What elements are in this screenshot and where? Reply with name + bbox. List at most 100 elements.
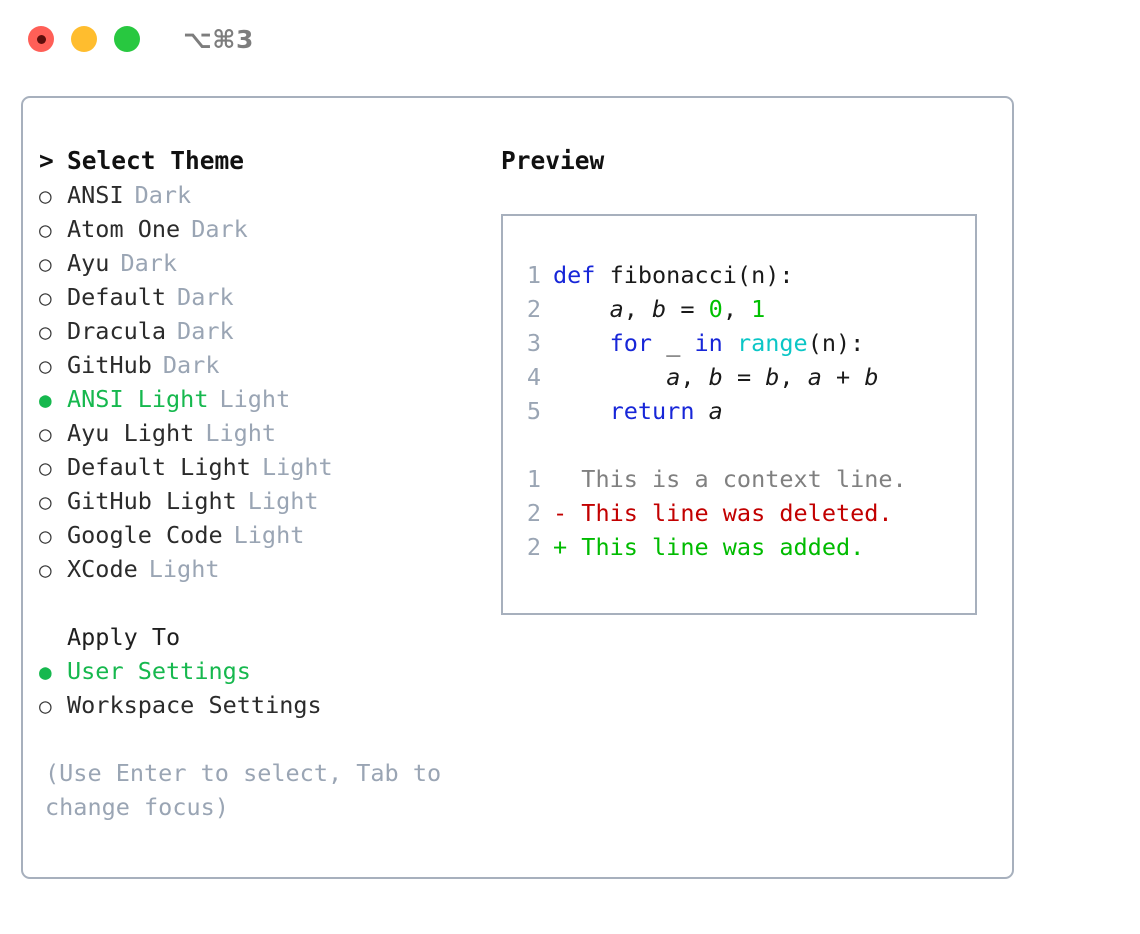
code-token-var: b <box>708 363 723 391</box>
code-line: 2+ This line was added. <box>515 530 975 564</box>
code-line: 4 a, b = b, a + b <box>515 360 975 394</box>
theme-option-label: ANSI <box>67 181 124 209</box>
close-window-button[interactable] <box>28 26 54 52</box>
code-token-plain <box>553 397 610 425</box>
keyboard-hint: (Use Enter to select, Tab to change focu… <box>45 759 456 821</box>
radio-selected-icon: ● <box>39 660 52 684</box>
code-token-add: + This line was added. <box>553 533 865 561</box>
line-number: 1 <box>526 465 541 493</box>
code-token-plain: = <box>666 295 709 323</box>
radio-unselected-icon: ○ <box>39 252 52 276</box>
apply-to-option-label: Workspace Settings <box>67 691 322 719</box>
code-token-plain <box>553 329 610 357</box>
code-token-var: a <box>666 363 681 391</box>
code-token-plain <box>694 397 708 425</box>
radio-unselected-icon: ○ <box>39 184 52 208</box>
caret-icon: > <box>39 146 54 175</box>
theme-option-kind: Light <box>247 487 319 515</box>
theme-option-kind: Light <box>261 453 333 481</box>
radio-unselected-icon: ○ <box>39 456 52 480</box>
code-token-ctx: This is a context line. <box>553 465 907 493</box>
apply-to-label: Apply To <box>67 623 181 651</box>
line-number: 5 <box>526 397 541 425</box>
theme-option-kind: Light <box>233 521 305 549</box>
code-token-plain: = <box>722 363 766 391</box>
code-token-plain: , <box>779 363 808 391</box>
code-token-plain: + <box>821 363 865 391</box>
line-number: 2 <box>526 499 541 527</box>
radio-unselected-icon: ○ <box>39 218 52 242</box>
code-token-plain: , <box>680 363 709 391</box>
code-line: 5 return a <box>515 394 975 428</box>
window-title: ⌥⌘3 <box>183 24 254 54</box>
code-token-var: b <box>864 363 879 391</box>
code-token-var: b <box>765 363 780 391</box>
code-token-var: b <box>652 295 667 323</box>
code-line: 1 This is a context line. <box>515 462 975 496</box>
theme-option-label: Atom One <box>67 215 181 243</box>
code-token-kw: def <box>553 261 610 289</box>
code-line: 2- This line was deleted. <box>515 496 975 530</box>
code-token-plain <box>723 329 737 357</box>
code-line: 2 a, b = 0, 1 <box>515 292 975 326</box>
line-number: 4 <box>526 363 541 391</box>
apply-to-option-user-settings[interactable]: ● User Settings <box>39 654 489 688</box>
code-token-num: 0 <box>708 295 723 323</box>
maximize-window-button[interactable] <box>114 26 140 52</box>
theme-option-label: Ayu <box>67 249 110 277</box>
traffic-lights <box>28 26 140 52</box>
code-token-plain: _ <box>652 329 695 357</box>
select-theme-heading: > Select Theme <box>39 144 489 178</box>
code-token-plain: , <box>623 295 653 323</box>
list-spacer <box>39 586 489 620</box>
theme-option-kind: Light <box>205 419 277 447</box>
radio-unselected-icon: ○ <box>39 490 52 514</box>
theme-option-ansi-light[interactable]: ● ANSI Light Light <box>39 382 489 416</box>
minimize-window-button[interactable] <box>71 26 97 52</box>
code-blank-line <box>515 428 975 462</box>
theme-option-label: Google Code <box>67 521 223 549</box>
theme-option-kind: Light <box>219 385 291 413</box>
code-token-kw: return <box>609 397 695 425</box>
theme-option-label: Default <box>67 283 167 311</box>
theme-option-ayu[interactable]: ○ Ayu Dark <box>39 246 489 280</box>
radio-unselected-icon: ○ <box>39 558 52 582</box>
theme-option-kind: Dark <box>177 283 234 311</box>
theme-option-atom-one[interactable]: ○ Atom One Dark <box>39 212 489 246</box>
code-token-plain: (n): <box>807 329 865 357</box>
theme-option-label: ANSI Light <box>67 385 209 413</box>
theme-option-kind: Dark <box>191 215 248 243</box>
radio-unselected-icon: ○ <box>39 524 52 548</box>
line-number: 3 <box>526 329 541 357</box>
code-token-fn: range <box>736 329 808 357</box>
code-token-var: a <box>807 363 822 391</box>
code-token-plain <box>553 363 666 391</box>
theme-option-label: Dracula <box>67 317 167 345</box>
radio-unselected-icon: ○ <box>39 694 52 718</box>
theme-option-google-code[interactable]: ○ Google Code Light <box>39 518 489 552</box>
apply-to-option-workspace-settings[interactable]: ○ Workspace Settings <box>39 688 489 722</box>
theme-option-label: XCode <box>67 555 138 583</box>
select-theme-label: Select Theme <box>67 146 245 175</box>
radio-selected-icon: ● <box>39 388 52 412</box>
apply-to-option-label: User Settings <box>67 657 251 685</box>
code-token-plain <box>553 295 610 323</box>
radio-unselected-icon: ○ <box>39 354 52 378</box>
radio-unselected-icon: ○ <box>39 422 52 446</box>
theme-option-kind: Dark <box>120 249 178 277</box>
code-token-plain: , <box>722 295 752 323</box>
